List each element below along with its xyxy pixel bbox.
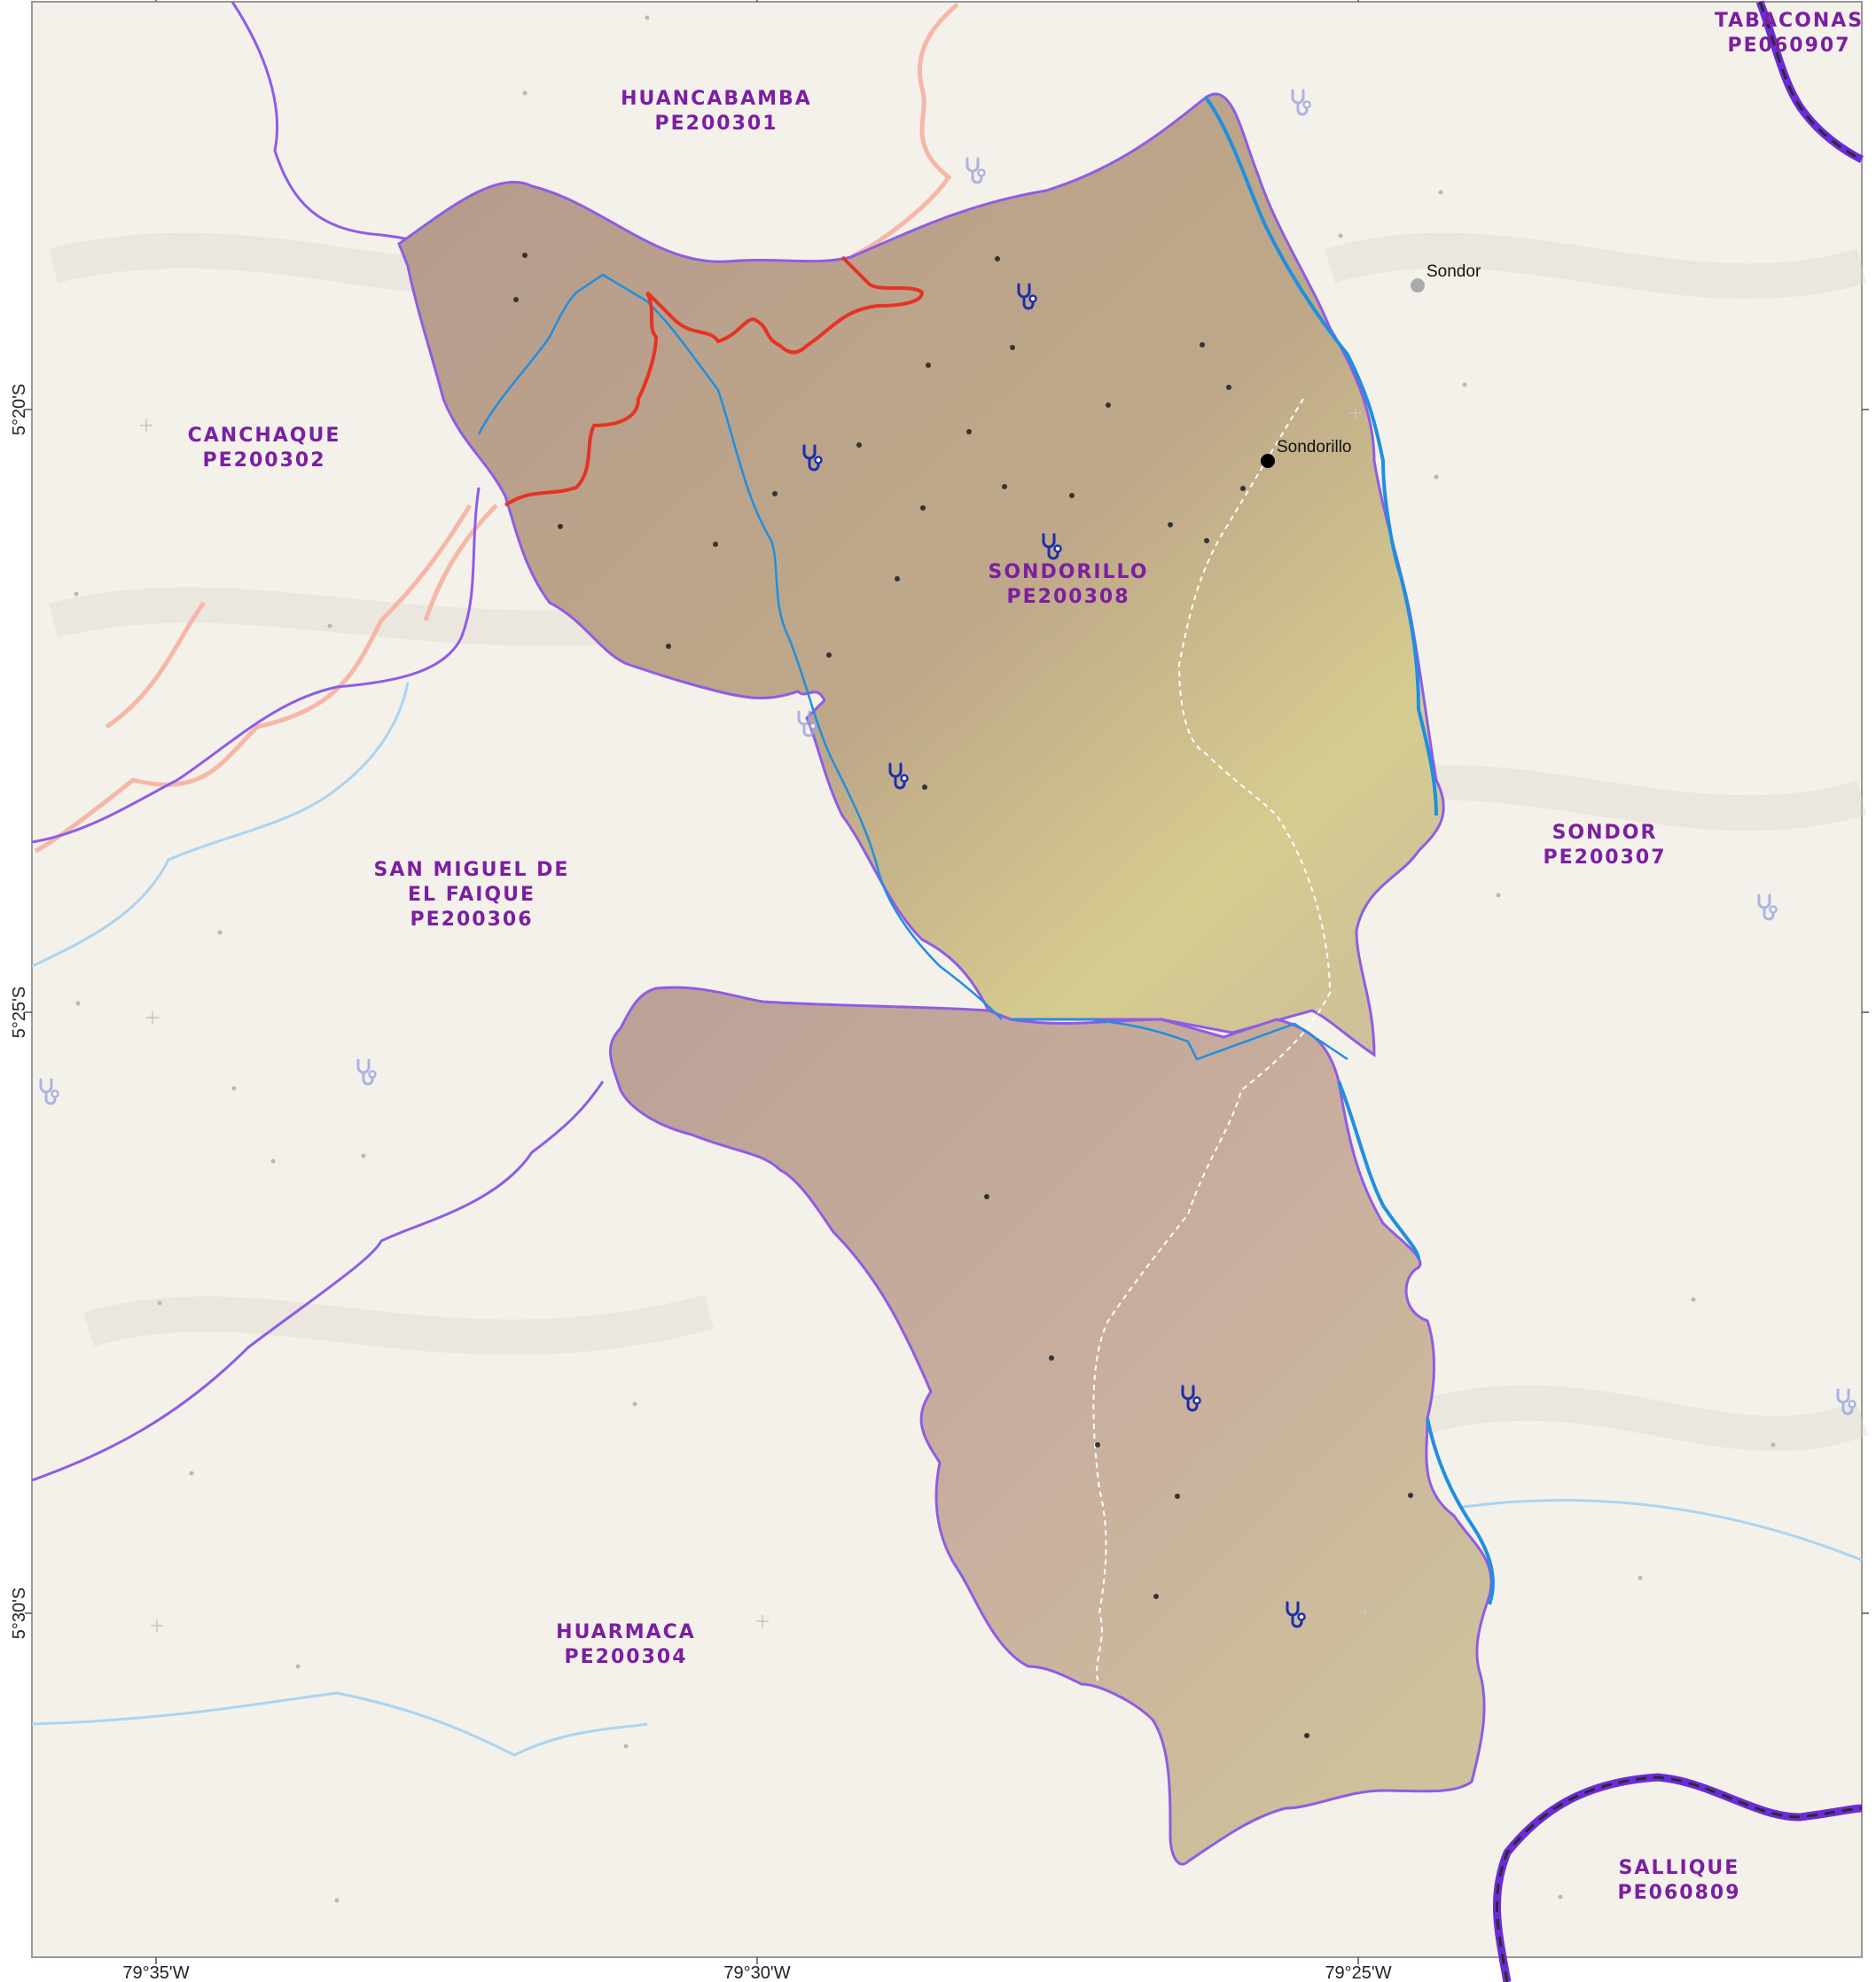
internal-rivers	[477, 273, 1348, 1061]
dot-icon	[1240, 486, 1246, 491]
main-river	[1204, 96, 1495, 1605]
dot-icon	[558, 524, 563, 529]
lat-label-5-30: 5°30'S	[10, 1588, 29, 1640]
dot-icon	[1226, 385, 1231, 390]
district-label-tabaconas: TABACONAS	[1715, 10, 1864, 32]
district-label-san-miguel: SAN MIGUEL DE	[374, 859, 570, 881]
district-label-sallique: SALLIQUE	[1619, 1857, 1740, 1879]
district-labels: HUANCABAMBA PE200301 CANCHAQUE PE200302 …	[188, 10, 1864, 1904]
lon-label-79-30: 79°30'W	[723, 1963, 790, 1982]
district-label-huarmaca: HUARMACA	[556, 1621, 696, 1643]
dot-icon	[895, 576, 900, 581]
lon-label-79-25: 79°25'W	[1325, 1963, 1391, 1982]
dot-icon	[1106, 402, 1111, 408]
faint-roads	[34, 3, 959, 854]
district-code-san-miguel: PE200306	[410, 909, 534, 931]
dot-icon	[922, 784, 927, 790]
dot-icon	[713, 542, 718, 547]
dot-icon	[1069, 493, 1075, 498]
dot-icon	[966, 429, 972, 434]
axis-ticks	[25, 0, 1869, 1964]
dot-icon	[920, 505, 926, 511]
district-label-sondorillo: SONDORILLO	[988, 561, 1148, 583]
district-code-huancabamba: PE200301	[655, 113, 778, 135]
dot-icon	[522, 253, 528, 258]
place-label-sondorillo: Sondorillo	[1277, 438, 1352, 456]
lat-label-5-20: 5°20'S	[10, 384, 29, 436]
graticule	[140, 407, 1372, 1632]
district-code-huarmaca: PE200304	[565, 1646, 688, 1668]
dot-icon	[1049, 1355, 1054, 1361]
faint-settlements	[74, 15, 1776, 1903]
dot-icon	[666, 644, 671, 649]
dot-icon	[1002, 484, 1007, 489]
place-marker-sondor	[1411, 278, 1425, 293]
dot-icon	[1200, 342, 1205, 347]
dot-icon	[995, 256, 1000, 261]
faint-rivers	[31, 682, 1863, 1757]
dot-icon	[1153, 1594, 1159, 1599]
dot-icon	[1168, 522, 1173, 527]
district-code-sallique: PE060809	[1618, 1882, 1741, 1904]
province-boundaries	[1493, 0, 1864, 1982]
dot-icon	[926, 363, 931, 368]
main-road	[504, 255, 925, 507]
district-code-sondorillo: PE200308	[1007, 586, 1130, 608]
trail	[1092, 398, 1332, 1685]
place-marker-sondorillo	[1261, 454, 1275, 468]
district-label-huancabamba: HUANCABAMBA	[621, 88, 812, 110]
dot-icon	[984, 1194, 989, 1199]
dot-icon	[1095, 1442, 1100, 1447]
settlements	[513, 253, 1413, 1738]
dot-icon	[826, 652, 832, 658]
district-area-sondorillo-south	[608, 986, 1493, 1866]
district-area-sondorillo-north	[397, 92, 1445, 1057]
dot-icon	[772, 491, 778, 496]
place-label-sondor: Sondor	[1427, 262, 1481, 281]
dot-icon	[1010, 345, 1015, 350]
lat-label-5-25: 5°25'S	[10, 987, 29, 1039]
dot-icon	[1204, 538, 1209, 543]
dot-icon	[1304, 1733, 1309, 1738]
district-label-sondor: SONDOR	[1552, 822, 1658, 844]
dot-icon	[1408, 1493, 1413, 1498]
lon-label-79-35: 79°35'W	[122, 1963, 189, 1982]
district-label-san-miguel-2: EL FAIQUE	[408, 884, 535, 906]
district-label-canchaque: CANCHAQUE	[188, 425, 341, 447]
dot-icon	[856, 442, 862, 448]
dot-icon	[513, 297, 519, 302]
district-code-tabaconas: PE060907	[1728, 35, 1851, 57]
district-code-sondor: PE200307	[1544, 847, 1667, 869]
dot-icon	[1175, 1494, 1180, 1499]
district-code-canchaque: PE200302	[203, 449, 326, 472]
